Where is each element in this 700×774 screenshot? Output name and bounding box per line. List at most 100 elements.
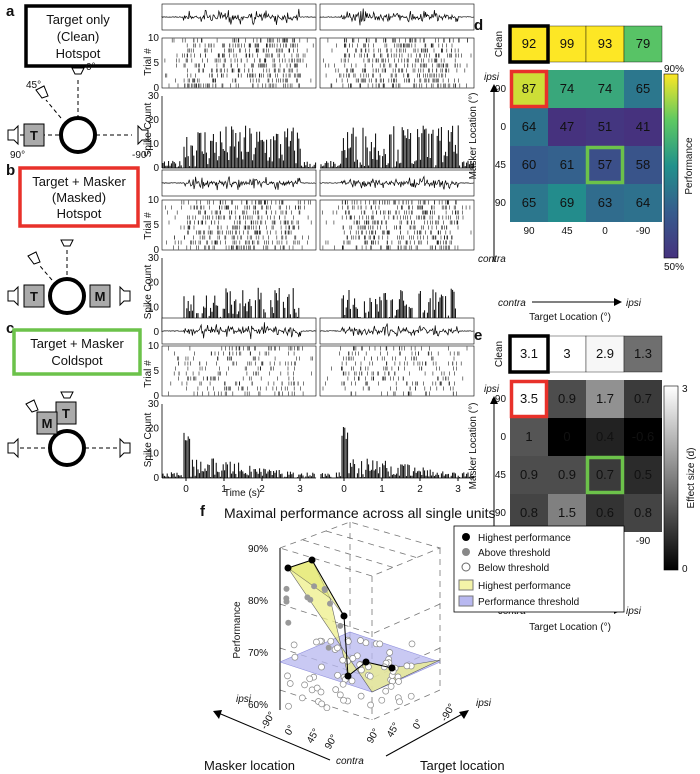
clean-cell (623, 335, 663, 373)
panel-c: c Target + Masker Coldspot T M (6, 320, 142, 467)
masker-speaker (89, 284, 111, 308)
below-threshold-marker (306, 675, 314, 683)
target-tick: 90° (365, 727, 382, 746)
target-axis-label: Target location (420, 758, 505, 773)
row-label: 45 (495, 160, 507, 171)
colorbar-bottom: 50% (664, 262, 684, 273)
box-line: Hotspot (57, 206, 102, 221)
cell-value: 65 (636, 81, 650, 96)
below-threshold-marker (340, 696, 347, 704)
masker-tick: 0° (283, 724, 297, 738)
count-tick: 20 (148, 115, 160, 126)
stimulus-waveform (319, 323, 474, 337)
highest-marker (340, 612, 348, 620)
contra-label: contra (498, 298, 526, 309)
cell-value: 60 (522, 157, 536, 172)
cell-value: 0.6 (596, 505, 614, 520)
masker-tick: -90° (259, 710, 278, 731)
speaker-diagram: T M (7, 391, 131, 467)
heat-cell (624, 146, 662, 184)
stimulus-waveform (161, 322, 316, 340)
legend-marker (461, 562, 471, 572)
speaker-icon (60, 239, 74, 247)
time-tick: 3 (455, 484, 461, 495)
cell-value: 64 (522, 119, 536, 134)
raster-frame (319, 345, 475, 397)
row-label: 0 (500, 432, 506, 443)
raster-frame (161, 199, 317, 251)
highest-marker (308, 556, 316, 564)
ipsi-label: ipsi (484, 72, 500, 83)
condition-box (24, 4, 132, 68)
unit-markers (283, 583, 416, 712)
raster-axis-labels: Trial # Spike Count Trial # Spike Count … (143, 48, 260, 499)
colorbar-bottom: 0 (682, 564, 688, 575)
heat-cell (586, 418, 624, 456)
cell-value: 57 (598, 157, 612, 172)
below-threshold-marker (323, 704, 331, 712)
count-axis-label: Spike Count (143, 413, 154, 468)
target-tick: -90° (439, 702, 458, 723)
target-speaker (23, 123, 45, 147)
angle-label: 0° (86, 62, 96, 73)
speaker-icon (119, 437, 131, 459)
target-tick: 45° (385, 721, 402, 740)
target-label: T (30, 128, 38, 143)
panel-letter: a (6, 3, 15, 20)
heat-cell (510, 70, 548, 108)
condition-box (12, 328, 142, 376)
below-threshold-marker (407, 692, 415, 700)
highest-performance-line (287, 559, 393, 677)
box-line: Hotspot (56, 46, 101, 61)
heat-cell (624, 70, 662, 108)
speaker-icon (60, 391, 74, 399)
box-line: Coldspot (51, 353, 103, 368)
heat-cell (548, 380, 586, 418)
cell-value: 51 (598, 119, 612, 134)
count-tick: 10 (148, 139, 160, 150)
heat-cell (624, 380, 662, 418)
head-circle (48, 277, 86, 315)
trial-tick: 5 (153, 58, 159, 69)
below-threshold-marker (386, 649, 394, 656)
count-axis-label: Spike Count (143, 265, 154, 320)
cell-value: 0.7 (634, 391, 652, 406)
clean-value: 3.1 (520, 346, 538, 361)
below-threshold-marker (336, 691, 344, 699)
below-threshold-marker (408, 640, 416, 648)
legend-marker (462, 548, 470, 556)
cell-value: 74 (560, 81, 574, 96)
clean-value: 79 (636, 36, 650, 51)
clean-highlight (508, 24, 550, 64)
cell-value: 87 (522, 81, 536, 96)
time-tick: 1 (379, 484, 385, 495)
ipsi-label: ipsi (476, 698, 492, 709)
below-threshold-marker (313, 684, 321, 692)
coldspot-highlight (585, 145, 625, 185)
heat-cell (624, 184, 662, 222)
below-threshold-marker (327, 637, 335, 645)
panel-letter: f (200, 503, 206, 520)
heat-cell (586, 108, 624, 146)
below-threshold-marker (357, 637, 364, 644)
cell-value: 41 (636, 119, 650, 134)
arrow-head (459, 710, 469, 719)
colorbar (663, 385, 679, 571)
heat-cell (624, 494, 662, 532)
time-tick: 3 (297, 484, 303, 495)
masked-highlight (509, 379, 549, 419)
clean-value: 99 (560, 36, 574, 51)
below-threshold-marker (298, 694, 306, 702)
arrow-head (490, 396, 498, 404)
angle-label: -90° (132, 150, 150, 161)
panel-letter: b (6, 162, 15, 179)
clean-cell (547, 25, 587, 63)
col-label: 0 (602, 226, 608, 237)
cell-value: -0.6 (632, 429, 654, 444)
legend-swatch (458, 579, 474, 591)
legend-marker (462, 533, 470, 541)
